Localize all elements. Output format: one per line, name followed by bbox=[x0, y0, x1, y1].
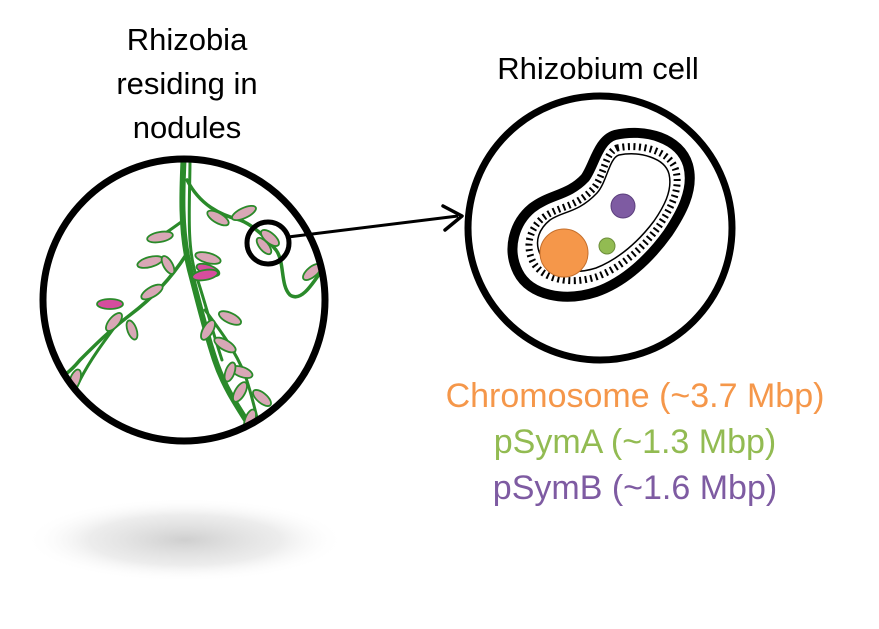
root-system-view bbox=[39, 155, 329, 445]
psyma-circle bbox=[598, 237, 616, 255]
nodule bbox=[223, 361, 237, 383]
nodule bbox=[213, 336, 237, 354]
legend-psymb: pSymB (~1.6 Mbp) bbox=[492, 469, 778, 507]
nodule bbox=[255, 236, 273, 256]
replicon-legend: Chromosome (~3.7 Mbp) pSymA (~1.3 Mbp) p… bbox=[400, 373, 870, 511]
nodule bbox=[232, 381, 248, 403]
nodule bbox=[96, 298, 124, 310]
root-lens-border bbox=[39, 155, 329, 445]
nodule bbox=[206, 209, 230, 227]
nodule bbox=[200, 319, 216, 341]
nodule bbox=[194, 251, 222, 265]
lens-shadow bbox=[25, 498, 345, 582]
nodule bbox=[125, 319, 139, 341]
nodules-title-line-2: residing in bbox=[116, 66, 258, 101]
nodules-title-line-3: nodules bbox=[132, 110, 242, 145]
nodules-title: Rhizobia residing in nodules bbox=[77, 18, 297, 150]
nodule bbox=[105, 312, 123, 332]
nodule bbox=[160, 255, 176, 275]
cell-title: Rhizobium cell bbox=[497, 51, 699, 86]
nodule bbox=[218, 310, 242, 326]
cell-view bbox=[464, 92, 736, 364]
nodule bbox=[146, 230, 174, 244]
chromosome-circle bbox=[539, 228, 589, 278]
zoom-arrow bbox=[287, 204, 464, 239]
legend-chromosome: Chromosome (~3.7 Mbp) bbox=[445, 377, 825, 415]
nodules bbox=[68, 204, 322, 432]
nodule bbox=[140, 283, 164, 301]
nodule bbox=[191, 268, 219, 282]
psymb-circle bbox=[610, 193, 636, 219]
zoom-highlight-circle bbox=[244, 219, 292, 267]
nodule bbox=[231, 204, 257, 222]
bacterium-cell-wall bbox=[525, 143, 681, 285]
legend-psyma: pSymA (~1.3 Mbp) bbox=[493, 423, 777, 461]
nodule bbox=[252, 389, 272, 407]
nodules-title-line-1: Rhizobia bbox=[126, 22, 248, 57]
